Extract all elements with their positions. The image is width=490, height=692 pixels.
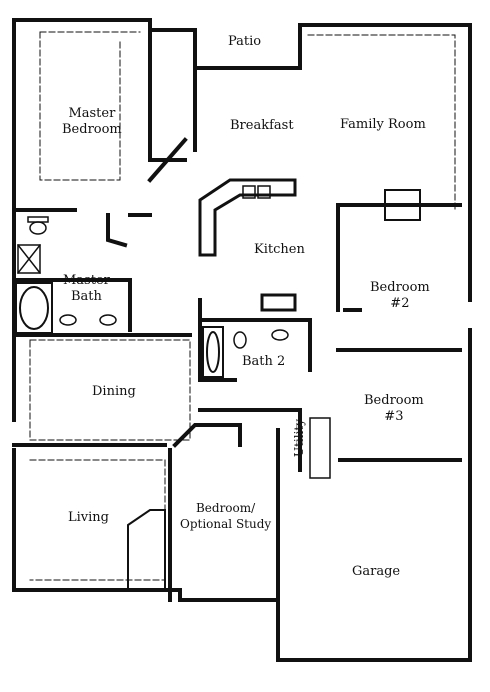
label-master-bedroom: Master Bedroom [62,106,122,138]
utility-text: Utility [292,418,307,458]
label-bedroom2: Bedroom #2 [370,280,430,312]
label-patio: Patio [228,34,261,50]
label-utility: Utility [291,419,307,457]
bedroom2-line1: Bedroom [370,280,430,295]
dining-text: Dining [92,384,136,399]
kitchen-text: Kitchen [254,242,305,257]
master-toilet [27,216,49,235]
label-bedroom3: Bedroom #3 [364,393,424,425]
label-breakfast: Breakfast [230,118,294,134]
bedroom-study-line1: Bedroom/ [195,501,256,515]
bedroom3-line1: Bedroom [364,393,424,408]
label-bath2: Bath 2 [242,354,285,370]
label-kitchen: Kitchen [254,242,305,258]
bedroom-study-line2: Optional Study [180,517,272,531]
master-shower [16,243,42,275]
master-bedroom-line2: Bedroom [62,122,122,137]
interior-walls [12,28,462,602]
label-garage: Garage [352,564,400,580]
entry-stair [127,509,166,591]
label-dining: Dining [92,384,136,400]
master-bedroom-line1: Master [68,106,116,121]
patio-text: Patio [228,34,262,49]
bedroom3-line2: #3 [384,409,404,424]
master-bath-sinks [59,314,117,326]
label-living: Living [68,510,109,526]
label-bedroom-study: Bedroom/ Optional Study [180,500,271,532]
fireplace [384,189,421,221]
utility-shelves [309,417,331,479]
master-bath-line1: Master [63,273,110,288]
label-family-room: Family Room [340,117,426,133]
master-bathtub [15,282,53,334]
kitchen-counter [198,178,297,312]
bath2-fixtures [233,329,289,349]
bedroom2-line2: #2 [390,296,410,311]
bath2-tub [202,326,224,378]
master-bath-line2: Bath [70,289,102,304]
label-master-bath: Master Bath [63,273,110,305]
garage-text: Garage [352,564,401,579]
kitchen-sink [242,185,271,199]
bath2-text: Bath 2 [242,354,286,369]
living-text: Living [68,510,109,525]
family-room-text: Family Room [340,117,426,132]
breakfast-text: Breakfast [230,118,294,133]
